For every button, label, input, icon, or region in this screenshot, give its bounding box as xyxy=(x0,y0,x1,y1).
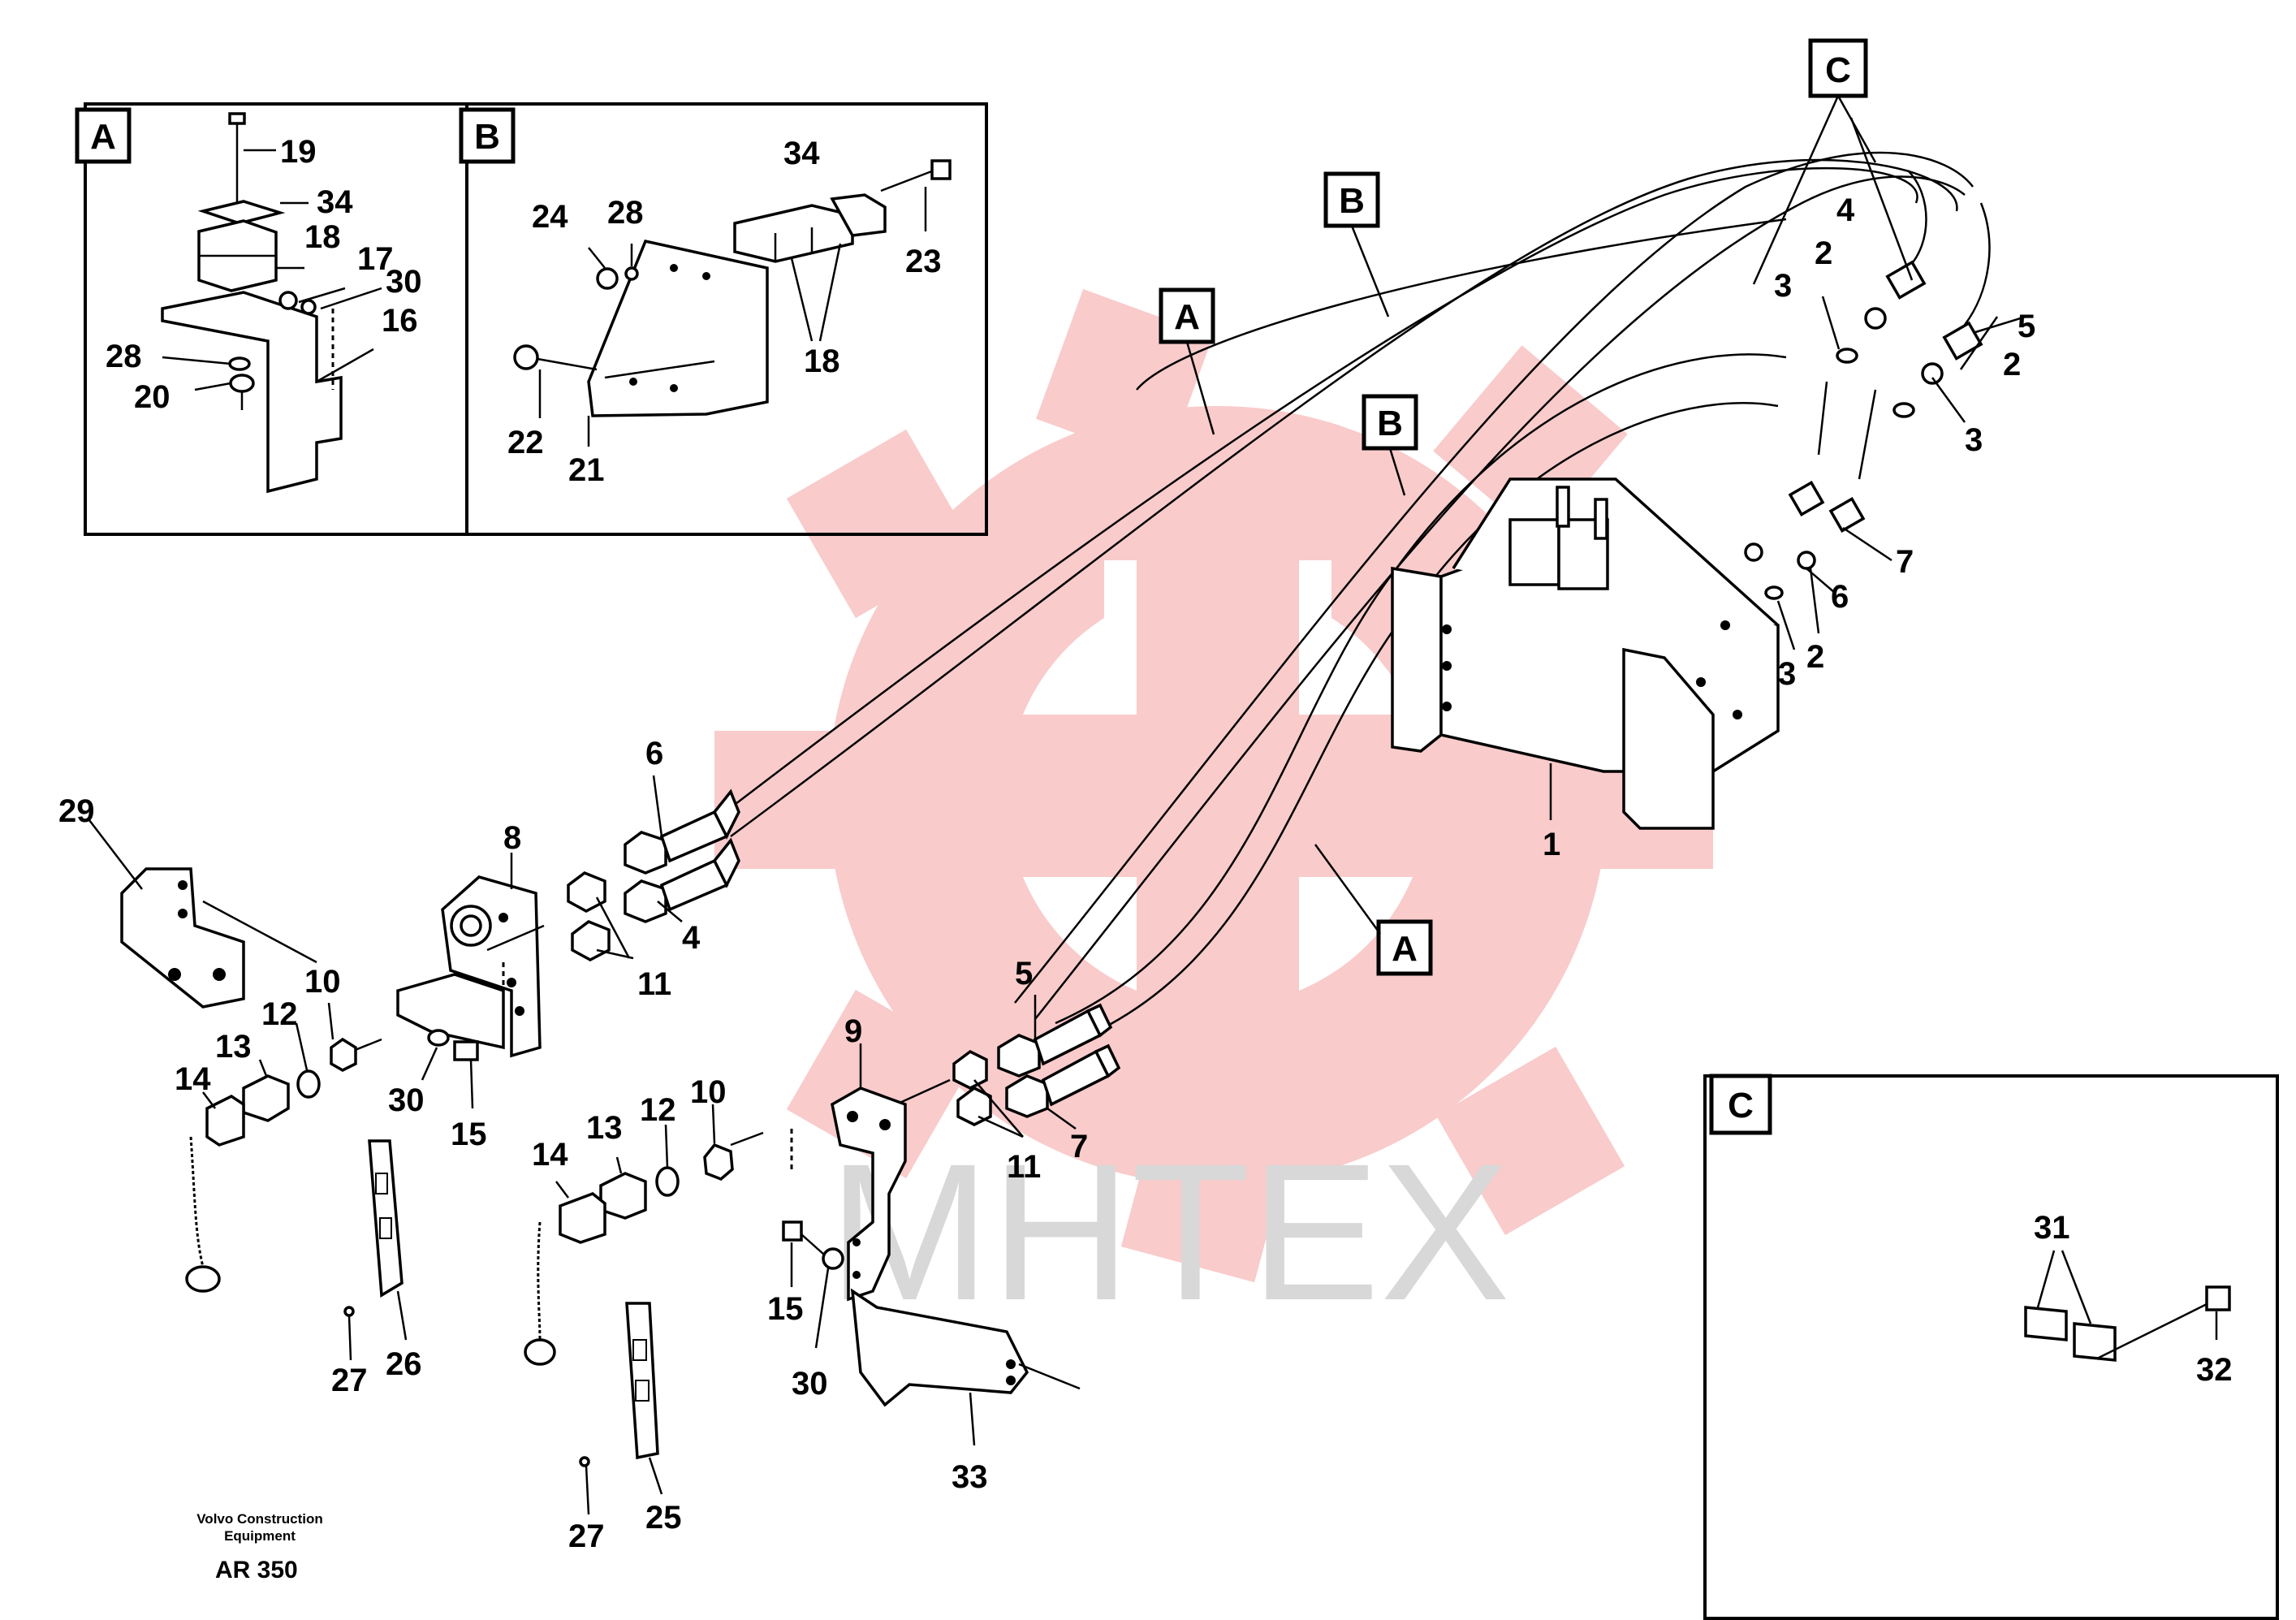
label-12: 12 xyxy=(261,996,298,1032)
callout-tag-b2: B xyxy=(1377,404,1403,443)
control-valve: 1 xyxy=(1391,477,1780,862)
label-33: 33 xyxy=(952,1459,988,1495)
label-17: 17 xyxy=(357,241,394,277)
label-21: 21 xyxy=(568,452,605,488)
label-4: 4 xyxy=(1836,192,1855,228)
label-14: 14 xyxy=(175,1061,211,1097)
callout-tag-b: B xyxy=(1339,181,1365,221)
label-29: 29 xyxy=(58,793,95,829)
footer: Volvo Construction Equipment AR 350 xyxy=(196,1511,323,1583)
label-14: 14 xyxy=(532,1137,568,1173)
label-7: 7 xyxy=(1896,544,1914,580)
box-a-tag xyxy=(75,107,132,164)
box-b-tag xyxy=(459,107,516,164)
box-c-tag xyxy=(1709,1074,1772,1135)
label-34: 34 xyxy=(317,184,353,220)
callout-tag-a: A xyxy=(1174,297,1200,337)
label-10: 10 xyxy=(304,964,341,1000)
label-5: 5 xyxy=(1015,956,1033,991)
label-9: 9 xyxy=(844,1013,862,1049)
label-34: 34 xyxy=(783,136,820,171)
label-28: 28 xyxy=(607,195,644,231)
label-20: 20 xyxy=(134,379,170,415)
label-10: 10 xyxy=(690,1074,727,1110)
box-a-tag-text: A xyxy=(90,117,116,157)
label-27: 27 xyxy=(568,1518,605,1554)
label-1: 1 xyxy=(1543,827,1560,862)
hose-callouts: C B A B A xyxy=(1159,38,1877,976)
label-11: 11 xyxy=(637,966,671,1002)
label-13: 13 xyxy=(215,1029,252,1065)
label-7: 7 xyxy=(1070,1129,1088,1164)
label-24: 24 xyxy=(532,199,568,235)
label-8: 8 xyxy=(503,820,521,856)
valve-fittings: 4 2 3 5 2 3 7 6 2 3 xyxy=(1744,117,2035,692)
callout-tag-c: C xyxy=(1825,50,1851,90)
detail-box-a: A 19 34 18 17 30 28 16 20 xyxy=(75,102,468,536)
label-2: 2 xyxy=(1815,235,1832,271)
maker-line-2: Equipment xyxy=(224,1528,296,1544)
box-c-tag-text: C xyxy=(1728,1086,1754,1125)
label-4: 4 xyxy=(682,920,701,956)
label-27: 27 xyxy=(331,1363,368,1398)
center-assembly: 5 9 10 12 13 14 11 7 15 30 33 25 27 xyxy=(524,956,1121,1554)
watermark-text: MHTEX xyxy=(828,1123,1510,1341)
label-3: 3 xyxy=(1778,656,1796,692)
label-30: 30 xyxy=(388,1082,425,1118)
label-11: 11 xyxy=(1007,1149,1041,1185)
label-16: 16 xyxy=(382,303,418,339)
label-19: 19 xyxy=(280,134,317,170)
drawing-code: AR 350 xyxy=(215,1557,298,1583)
label-15: 15 xyxy=(451,1117,487,1152)
hoses xyxy=(714,151,1974,1041)
label-13: 13 xyxy=(586,1110,623,1146)
label-31: 31 xyxy=(2034,1210,2070,1246)
left-assembly: 6 4 8 11 29 10 12 13 14 30 15 26 27 xyxy=(58,736,740,1398)
label-18: 18 xyxy=(804,343,840,379)
label-2: 2 xyxy=(1806,639,1824,675)
detail-box-c: C 31 32 xyxy=(1703,1074,2279,1620)
label-23: 23 xyxy=(905,244,942,279)
label-25: 25 xyxy=(645,1500,682,1536)
label-28: 28 xyxy=(106,339,142,374)
watermark-logo xyxy=(714,289,1713,1283)
label-12: 12 xyxy=(640,1092,676,1128)
label-6: 6 xyxy=(1831,579,1849,615)
label-6: 6 xyxy=(645,736,663,771)
label-30: 30 xyxy=(792,1366,828,1402)
label-3: 3 xyxy=(1774,268,1792,304)
label-22: 22 xyxy=(507,425,544,460)
label-30: 30 xyxy=(386,264,422,300)
label-32: 32 xyxy=(2196,1352,2233,1388)
detail-box-b: B 34 24 28 23 18 22 21 xyxy=(459,102,988,536)
label-5: 5 xyxy=(2018,309,2035,344)
label-26: 26 xyxy=(386,1346,422,1382)
label-2: 2 xyxy=(2003,347,2021,382)
label-18: 18 xyxy=(304,219,341,255)
box-b-tag-text: B xyxy=(474,117,500,157)
label-3: 3 xyxy=(1965,422,1983,458)
maker-line-1: Volvo Construction xyxy=(196,1511,323,1527)
callout-tag-a2: A xyxy=(1392,929,1418,969)
label-15: 15 xyxy=(767,1291,804,1327)
